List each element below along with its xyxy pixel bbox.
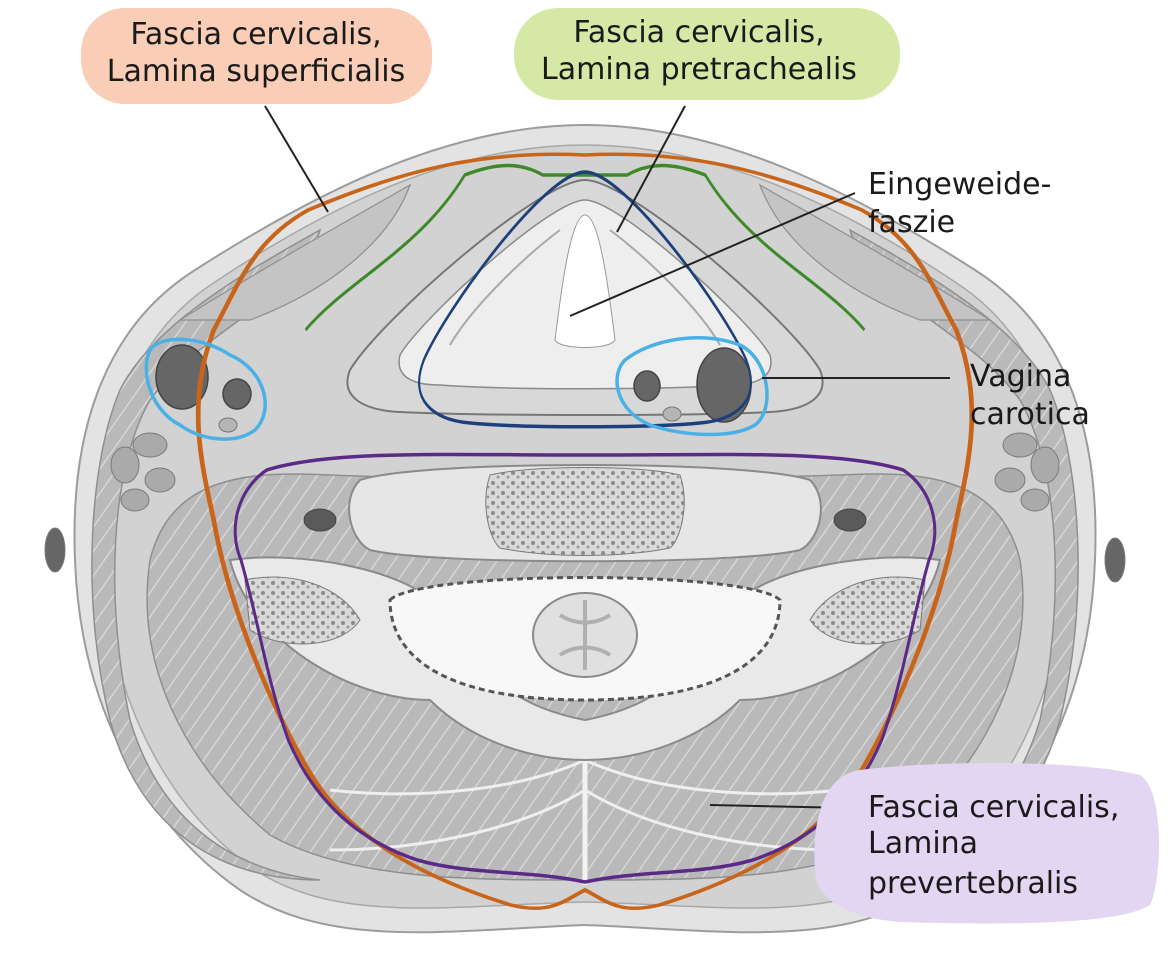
vertebral-body-spongiosa [485, 467, 685, 556]
right-internal-jugular-vein [696, 347, 752, 423]
leader-line-pretrachealis [616, 105, 686, 233]
label-prevertebralis-line2: Lamina [868, 826, 978, 861]
label-superficialis: Fascia cervicalis, Lamina superficialis [81, 8, 432, 104]
right-common-carotid-artery [633, 370, 661, 402]
label-prevertebralis-line1: Fascia cervicalis, [868, 790, 1119, 825]
laryngeal-lumen [554, 214, 616, 348]
label-eingeweide-line1: Eingeweide- [868, 167, 1051, 202]
label-box-prevertebralis [814, 763, 1160, 924]
label-prevertebralis-line3: prevertebralis [868, 866, 1078, 901]
transverse-process-right [809, 576, 926, 645]
fascia-prevertebralis [233, 452, 937, 884]
label-carotica-line2: carotica [970, 397, 1090, 432]
transverse-process-left [244, 576, 361, 645]
vertebral-artery-right [833, 508, 867, 532]
left-internal-jugular-vein [155, 344, 209, 410]
leader-line-eingeweide [569, 192, 856, 317]
left-common-carotid-artery [222, 378, 252, 410]
left-vagus-nerve [218, 417, 238, 433]
label-pretrachealis-line2: Lamina pretrachealis [541, 52, 857, 87]
vagina-carotica-left [144, 337, 267, 441]
vagina-carotica-right [615, 336, 769, 437]
label-eingeweide: Eingeweide- faszie [868, 167, 1051, 240]
fascia-superficialis [195, 152, 975, 911]
fascia-pretrachealis [304, 163, 866, 332]
label-box-superficialis [81, 8, 432, 104]
fascia-eingeweide [418, 170, 752, 429]
label-superficialis-line1: Fascia cervicalis, [130, 17, 381, 52]
posterior-septa-left [329, 758, 586, 852]
thyroid-cartilage-lines [449, 229, 721, 346]
label-pretrachealis: Fascia cervicalis, Lamina pretrachealis [514, 8, 900, 100]
right-vagus-nerve [662, 406, 682, 422]
posterior-septa-right [584, 758, 841, 852]
label-prevertebralis: Fascia cervicalis, Lamina prevertebralis [814, 763, 1160, 924]
label-box-pretrachealis [514, 8, 900, 100]
small-structures [44, 432, 1126, 583]
label-pretrachealis-line1: Fascia cervicalis, [573, 15, 824, 50]
label-carotica: Vagina carotica [970, 359, 1090, 432]
spinal-cord-grey-matter [558, 600, 612, 670]
leader-line-superficialis [264, 105, 329, 213]
neck-anatomy [44, 123, 1126, 934]
vertebral-artery-left [303, 508, 337, 532]
label-eingeweide-line2: faszie [868, 205, 955, 240]
label-carotica-line1: Vagina [970, 359, 1071, 394]
left-lateral-muscle [91, 228, 322, 881]
label-superficialis-line2: Lamina superficialis [107, 54, 405, 89]
right-lateral-muscle [848, 228, 1079, 881]
